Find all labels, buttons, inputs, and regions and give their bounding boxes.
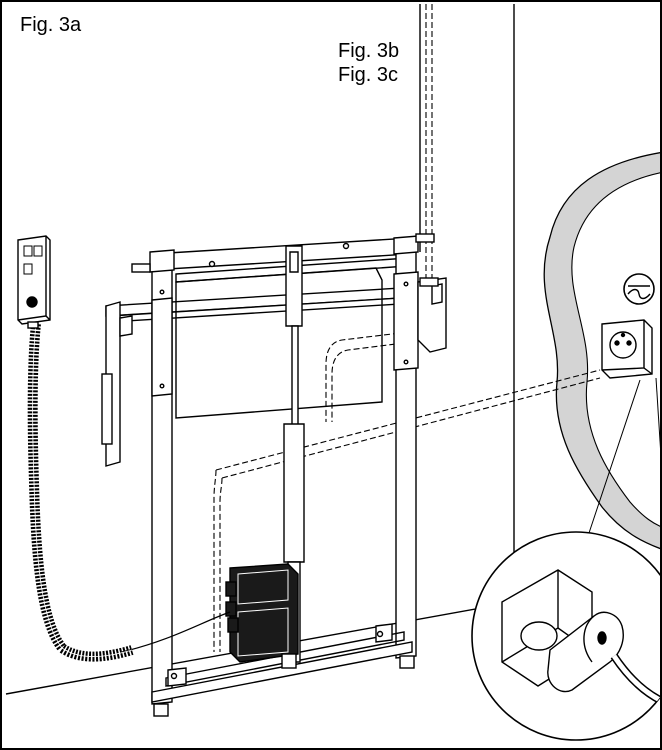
wall-frame xyxy=(101,233,447,717)
motor-unit-icon xyxy=(225,563,299,669)
coiled-cable xyxy=(27,323,134,662)
control-cable xyxy=(121,611,231,653)
callout-lines xyxy=(583,377,660,549)
zoom-detail xyxy=(471,531,660,741)
figure-label-3b: Fig. 3b xyxy=(338,40,400,62)
figure-label-3a: Fig. 3a xyxy=(20,14,82,36)
alternating-current-icon xyxy=(623,273,655,305)
wall-socket-icon xyxy=(601,319,653,379)
figure-label-3c: Fig. 3c xyxy=(338,64,399,86)
hand-control-icon xyxy=(17,235,51,329)
